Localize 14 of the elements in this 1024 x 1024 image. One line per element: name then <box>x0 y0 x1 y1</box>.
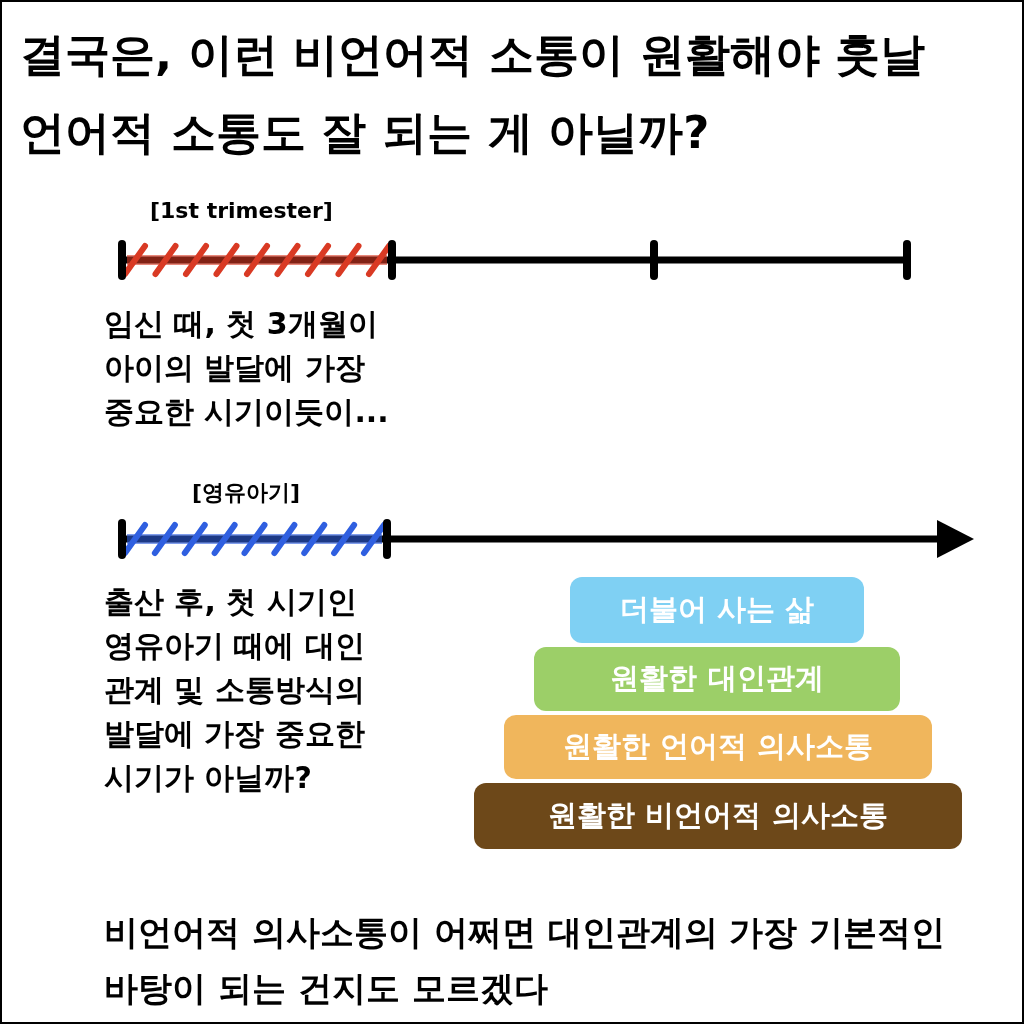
layer-label: 더불어 사는 삶 <box>619 591 815 629</box>
timeline-label: [1st trimester] <box>150 197 334 225</box>
pyramid-layer <box>570 577 864 643</box>
pyramid-layer <box>534 647 900 711</box>
description-text: 출산 후, 첫 시기인 영유아기 때에 대인 관계 및 소통방식의 발달에 가장 중요한 시기가 아닐까? <box>104 583 366 797</box>
layer-label: 원활한 비언어적 의사소통 <box>548 797 888 835</box>
timeline-label: [영유아기] <box>192 479 302 507</box>
layer-label: 원활한 언어적 의사소통 <box>562 728 874 766</box>
caption: 비언어적 의사소통이 어쩌면 대인관계의 가장 기본적인 바탕이 되는 건지도 모르겠다 <box>104 911 947 1010</box>
description-text: 임신 때, 첫 3개월이 아이의 발달에 가장 중요한 시기이듯이... <box>104 305 390 431</box>
pyramid-layer <box>474 783 962 849</box>
layer-label: 원활한 대인관계 <box>610 660 824 698</box>
title: 결국은, 이런 비언어적 소통이 원활해야 훗날 언어적 소통도 잘 되는 게 아닐까? <box>20 27 927 161</box>
pyramid-layer <box>504 715 932 779</box>
